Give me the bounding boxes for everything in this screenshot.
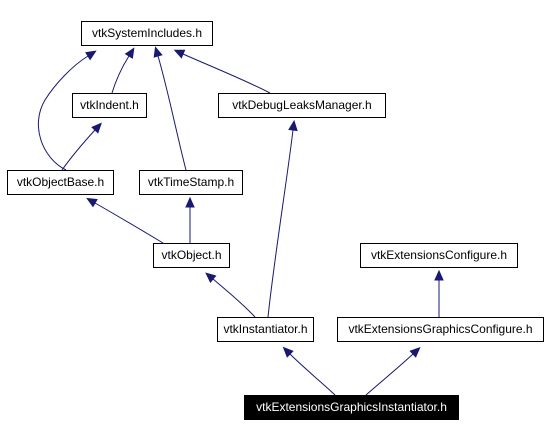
node-vtkExtensionsGraphicsInstantiator[interactable]: vtkExtensionsGraphicsInstantiator.h (244, 395, 459, 420)
node-box[interactable] (153, 243, 230, 268)
edge-vtkObjectBase-to-vtkIndent (61, 122, 102, 171)
edge-arrowhead (173, 49, 186, 59)
edge-line (289, 353, 336, 396)
edge-line (94, 202, 164, 244)
node-box[interactable] (337, 317, 544, 342)
edge-vtkExtensionsGraphicsInstantiator-to-vtkInstantiator (282, 346, 336, 396)
node-label: vtkIndent.h (80, 98, 139, 112)
edge-vtkDebugLeaksManager-to-vtkSystemIncludes (173, 49, 271, 94)
node-label: vtkInstantiator.h (223, 322, 307, 336)
edge-line (365, 353, 414, 396)
edge-arrowhead (185, 196, 195, 208)
edge-arrowhead (409, 347, 421, 358)
edge-arrowhead (282, 346, 294, 358)
edge-arrowhead (91, 122, 102, 134)
edge-arrowhead (124, 47, 135, 59)
node-label: vtkExtensionsGraphicsInstantiator.h (256, 400, 447, 414)
edge-arrowhead (288, 119, 298, 132)
edge-vtkObject-to-vtkObjectBase (86, 197, 164, 244)
node-box[interactable] (72, 93, 147, 118)
node-box[interactable] (139, 170, 243, 195)
node-vtkSystemIncludes[interactable]: vtkSystemIncludes.h (81, 21, 213, 46)
edge-vtkIndent-to-vtkSystemIncludes (111, 47, 135, 94)
edge-vtkObject-to-vtkTimeStamp (185, 196, 195, 244)
edges-layer (37, 46, 444, 396)
node-vtkExtensionsConfigure[interactable]: vtkExtensionsConfigure.h (360, 243, 518, 268)
edge-line (212, 278, 256, 318)
edge-line (157, 55, 187, 171)
node-box[interactable] (217, 317, 314, 342)
node-vtkExtensionsGraphicsConfigure[interactable]: vtkExtensionsGraphicsConfigure.h (337, 317, 544, 342)
edge-arrowhead (153, 46, 163, 58)
edge-vtkExtensionsGraphicsConfigure-to-vtkExtensionsConfigure (434, 269, 444, 317)
node-box[interactable] (244, 395, 459, 420)
edge-arrowhead (85, 50, 97, 61)
node-label: vtkObjectBase.h (17, 175, 104, 189)
node-vtkObjectBase[interactable]: vtkObjectBase.h (7, 170, 114, 195)
node-box[interactable] (360, 243, 518, 268)
edge-line (111, 55, 130, 94)
edge-vtkTimeStamp-to-vtkSystemIncludes (153, 46, 187, 171)
node-label: vtkObject.h (161, 248, 221, 262)
edge-arrowhead (86, 197, 98, 208)
node-label: vtkDebugLeaksManager.h (232, 98, 371, 112)
node-vtkDebugLeaksManager[interactable]: vtkDebugLeaksManager.h (218, 93, 386, 118)
node-vtkInstantiator[interactable]: vtkInstantiator.h (217, 317, 314, 342)
node-label: vtkTimeStamp.h (148, 175, 234, 189)
edge-line (37, 55, 89, 171)
edge-vtkObjectBase-to-vtkSystemIncludes (37, 50, 97, 171)
node-vtkObject[interactable]: vtkObject.h (153, 243, 230, 268)
node-label: vtkExtensionsConfigure.h (371, 248, 507, 262)
node-label: vtkExtensionsGraphicsConfigure.h (348, 322, 532, 336)
edge-line (182, 53, 271, 94)
node-box[interactable] (81, 21, 213, 46)
node-box[interactable] (218, 93, 386, 118)
edge-vtkInstantiator-to-vtkObject (205, 272, 256, 318)
edge-vtkInstantiator-to-vtkDebugLeaksManager (267, 119, 298, 318)
edge-line (267, 129, 294, 318)
edge-arrowhead (434, 269, 444, 281)
node-vtkTimeStamp[interactable]: vtkTimeStamp.h (139, 170, 243, 195)
nodes-layer: vtkSystemIncludes.h vtkIndent.h vtkDebugLe… (7, 21, 544, 420)
node-box[interactable] (7, 170, 114, 195)
edge-line (61, 129, 96, 171)
edge-vtkExtensionsGraphicsInstantiator-to-vtkExtensionsGraphicsConfigure (365, 347, 421, 396)
node-vtkIndent[interactable]: vtkIndent.h (72, 93, 147, 118)
node-label: vtkSystemIncludes.h (92, 26, 202, 40)
edge-arrowhead (205, 272, 217, 284)
